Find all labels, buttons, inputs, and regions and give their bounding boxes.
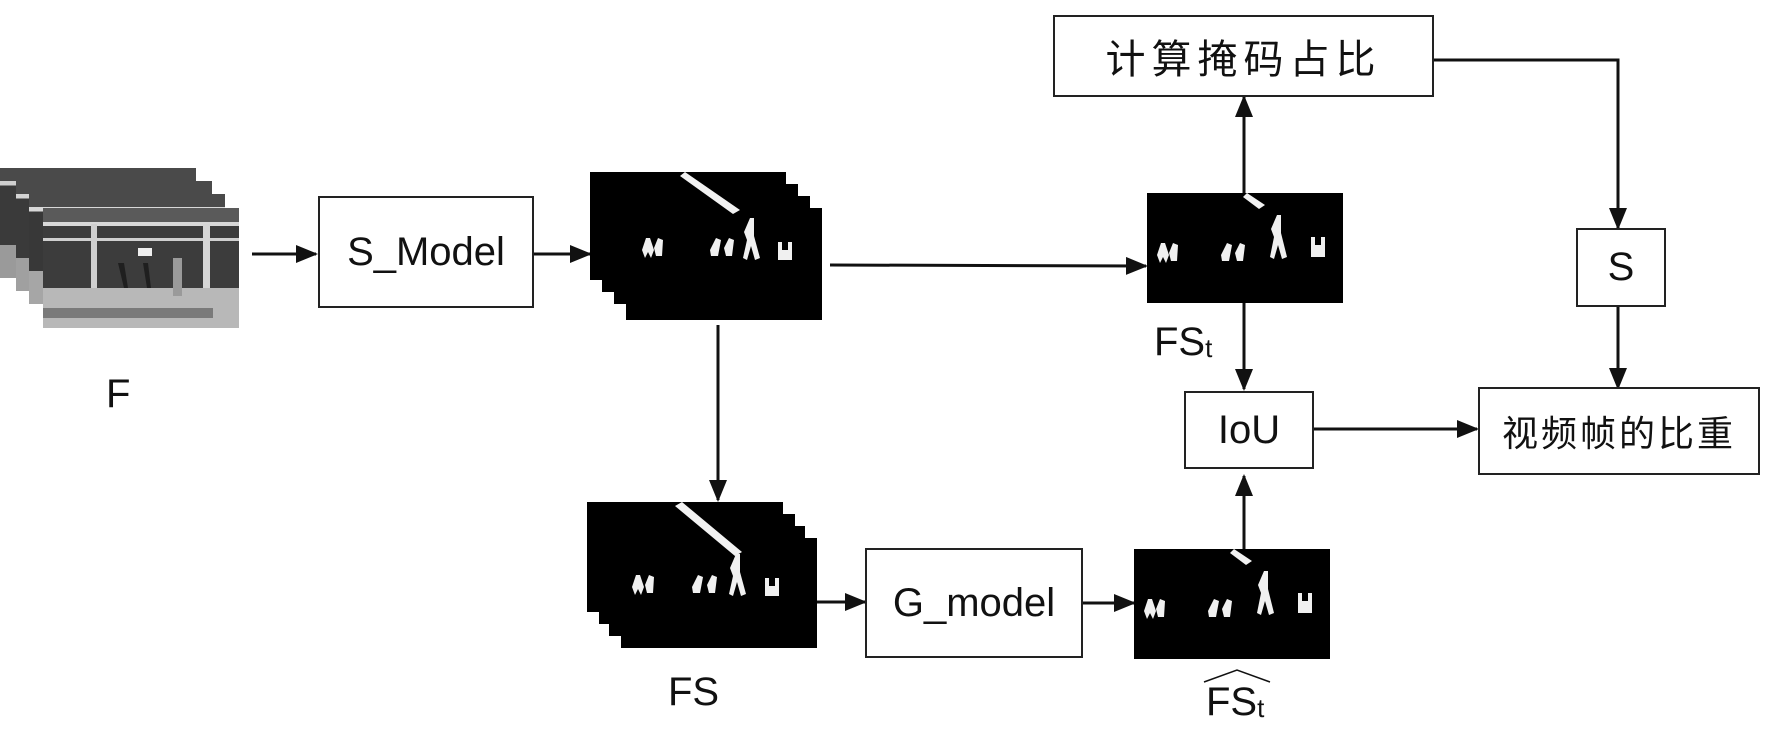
- fs-mask-stack: [587, 502, 827, 652]
- input-frames-stack: [0, 168, 255, 340]
- iou-box[interactable]: IoU: [1184, 391, 1314, 469]
- video-frame: [43, 208, 239, 328]
- segmentation-mask-stack: [590, 172, 830, 332]
- fs-t-label: FSt: [1154, 320, 1213, 364]
- silhouette-mask-image: [1144, 549, 1312, 619]
- iou-label: IoU: [1217, 407, 1281, 452]
- compute-mask-ratio-label: 计算掩码占比: [1105, 37, 1382, 83]
- compute-mask-ratio-box[interactable]: 计算掩码占比: [1053, 15, 1434, 97]
- hat-accent-icon: [1203, 669, 1271, 683]
- s-model-box[interactable]: S_Model: [318, 196, 534, 308]
- silhouette-mask-image: [642, 172, 792, 260]
- edge-mask-ratio-to-s: [1434, 58, 1627, 230]
- surveillance-scene-image: [43, 208, 239, 328]
- s-box[interactable]: S: [1576, 228, 1666, 307]
- mask-frame: [626, 208, 822, 320]
- s-label: S: [1607, 245, 1635, 289]
- silhouette-mask-image: [632, 502, 779, 596]
- fs-t-hat-mask: [1134, 549, 1330, 659]
- g-model-box[interactable]: G_model: [865, 548, 1083, 658]
- s-model-label: S_Model: [347, 229, 505, 274]
- mask-frame: [621, 538, 817, 648]
- input-frames-label: F: [106, 372, 131, 416]
- silhouette-mask-image: [1157, 193, 1325, 263]
- frame-weight-label: 视频帧的比重: [1501, 414, 1736, 455]
- fs-t-hat-label: FSt: [1206, 680, 1265, 724]
- fs-label: FS: [668, 670, 720, 714]
- edge-segmentation-to-fst: [829, 256, 1148, 275]
- g-model-label: G_model: [892, 580, 1056, 625]
- frame-weight-box[interactable]: 视频帧的比重: [1478, 387, 1760, 475]
- fs-t-mask: [1147, 193, 1343, 303]
